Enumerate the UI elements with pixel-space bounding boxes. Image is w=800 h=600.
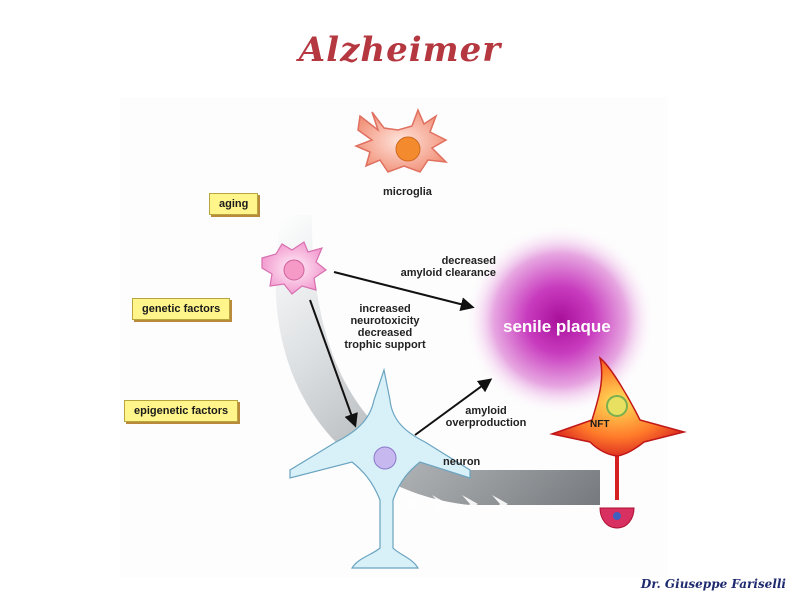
factor-aging: aging (209, 193, 259, 215)
toxicity-line-3: decreased (357, 327, 413, 339)
clearance-annotation: decreased amyloid clearance (378, 255, 496, 279)
nft-label: NFT (590, 419, 610, 430)
arrow-overproduction (414, 378, 493, 436)
senile-plaque-label: senile plaque (503, 317, 611, 336)
arc-chevrons (402, 495, 508, 513)
overproduction-line-2: overproduction (445, 417, 527, 429)
toxicity-line-4: trophic support (344, 339, 426, 351)
arrow-neurotoxicity (309, 299, 358, 428)
overproduction-annotation: amyloid overproduction (438, 405, 534, 429)
neuron-label: neuron (443, 456, 481, 468)
toxicity-line-1: increased (359, 303, 411, 315)
arrow-clearance (333, 271, 475, 312)
factor-epigenetic: epigenetic factors (124, 400, 239, 422)
toxicity-line-2: neurotoxicity (350, 315, 420, 327)
clearance-line-1: decreased (441, 255, 496, 267)
nft-neuron (549, 356, 687, 529)
microglia-label: microglia (383, 186, 432, 198)
toxicity-annotation: increased neurotoxicity decreased trophi… (320, 303, 450, 351)
clearance-line-2: amyloid clearance (400, 267, 496, 279)
page-title: Alzheimer (298, 30, 502, 70)
activated-microglia (261, 241, 328, 295)
factor-genetic: genetic factors (132, 298, 231, 320)
author-credit: Dr. Giuseppe Fariselli (640, 577, 786, 591)
overproduction-line-1: amyloid (465, 405, 507, 417)
microglia-cell (353, 107, 449, 173)
neuron-cell (289, 367, 471, 569)
